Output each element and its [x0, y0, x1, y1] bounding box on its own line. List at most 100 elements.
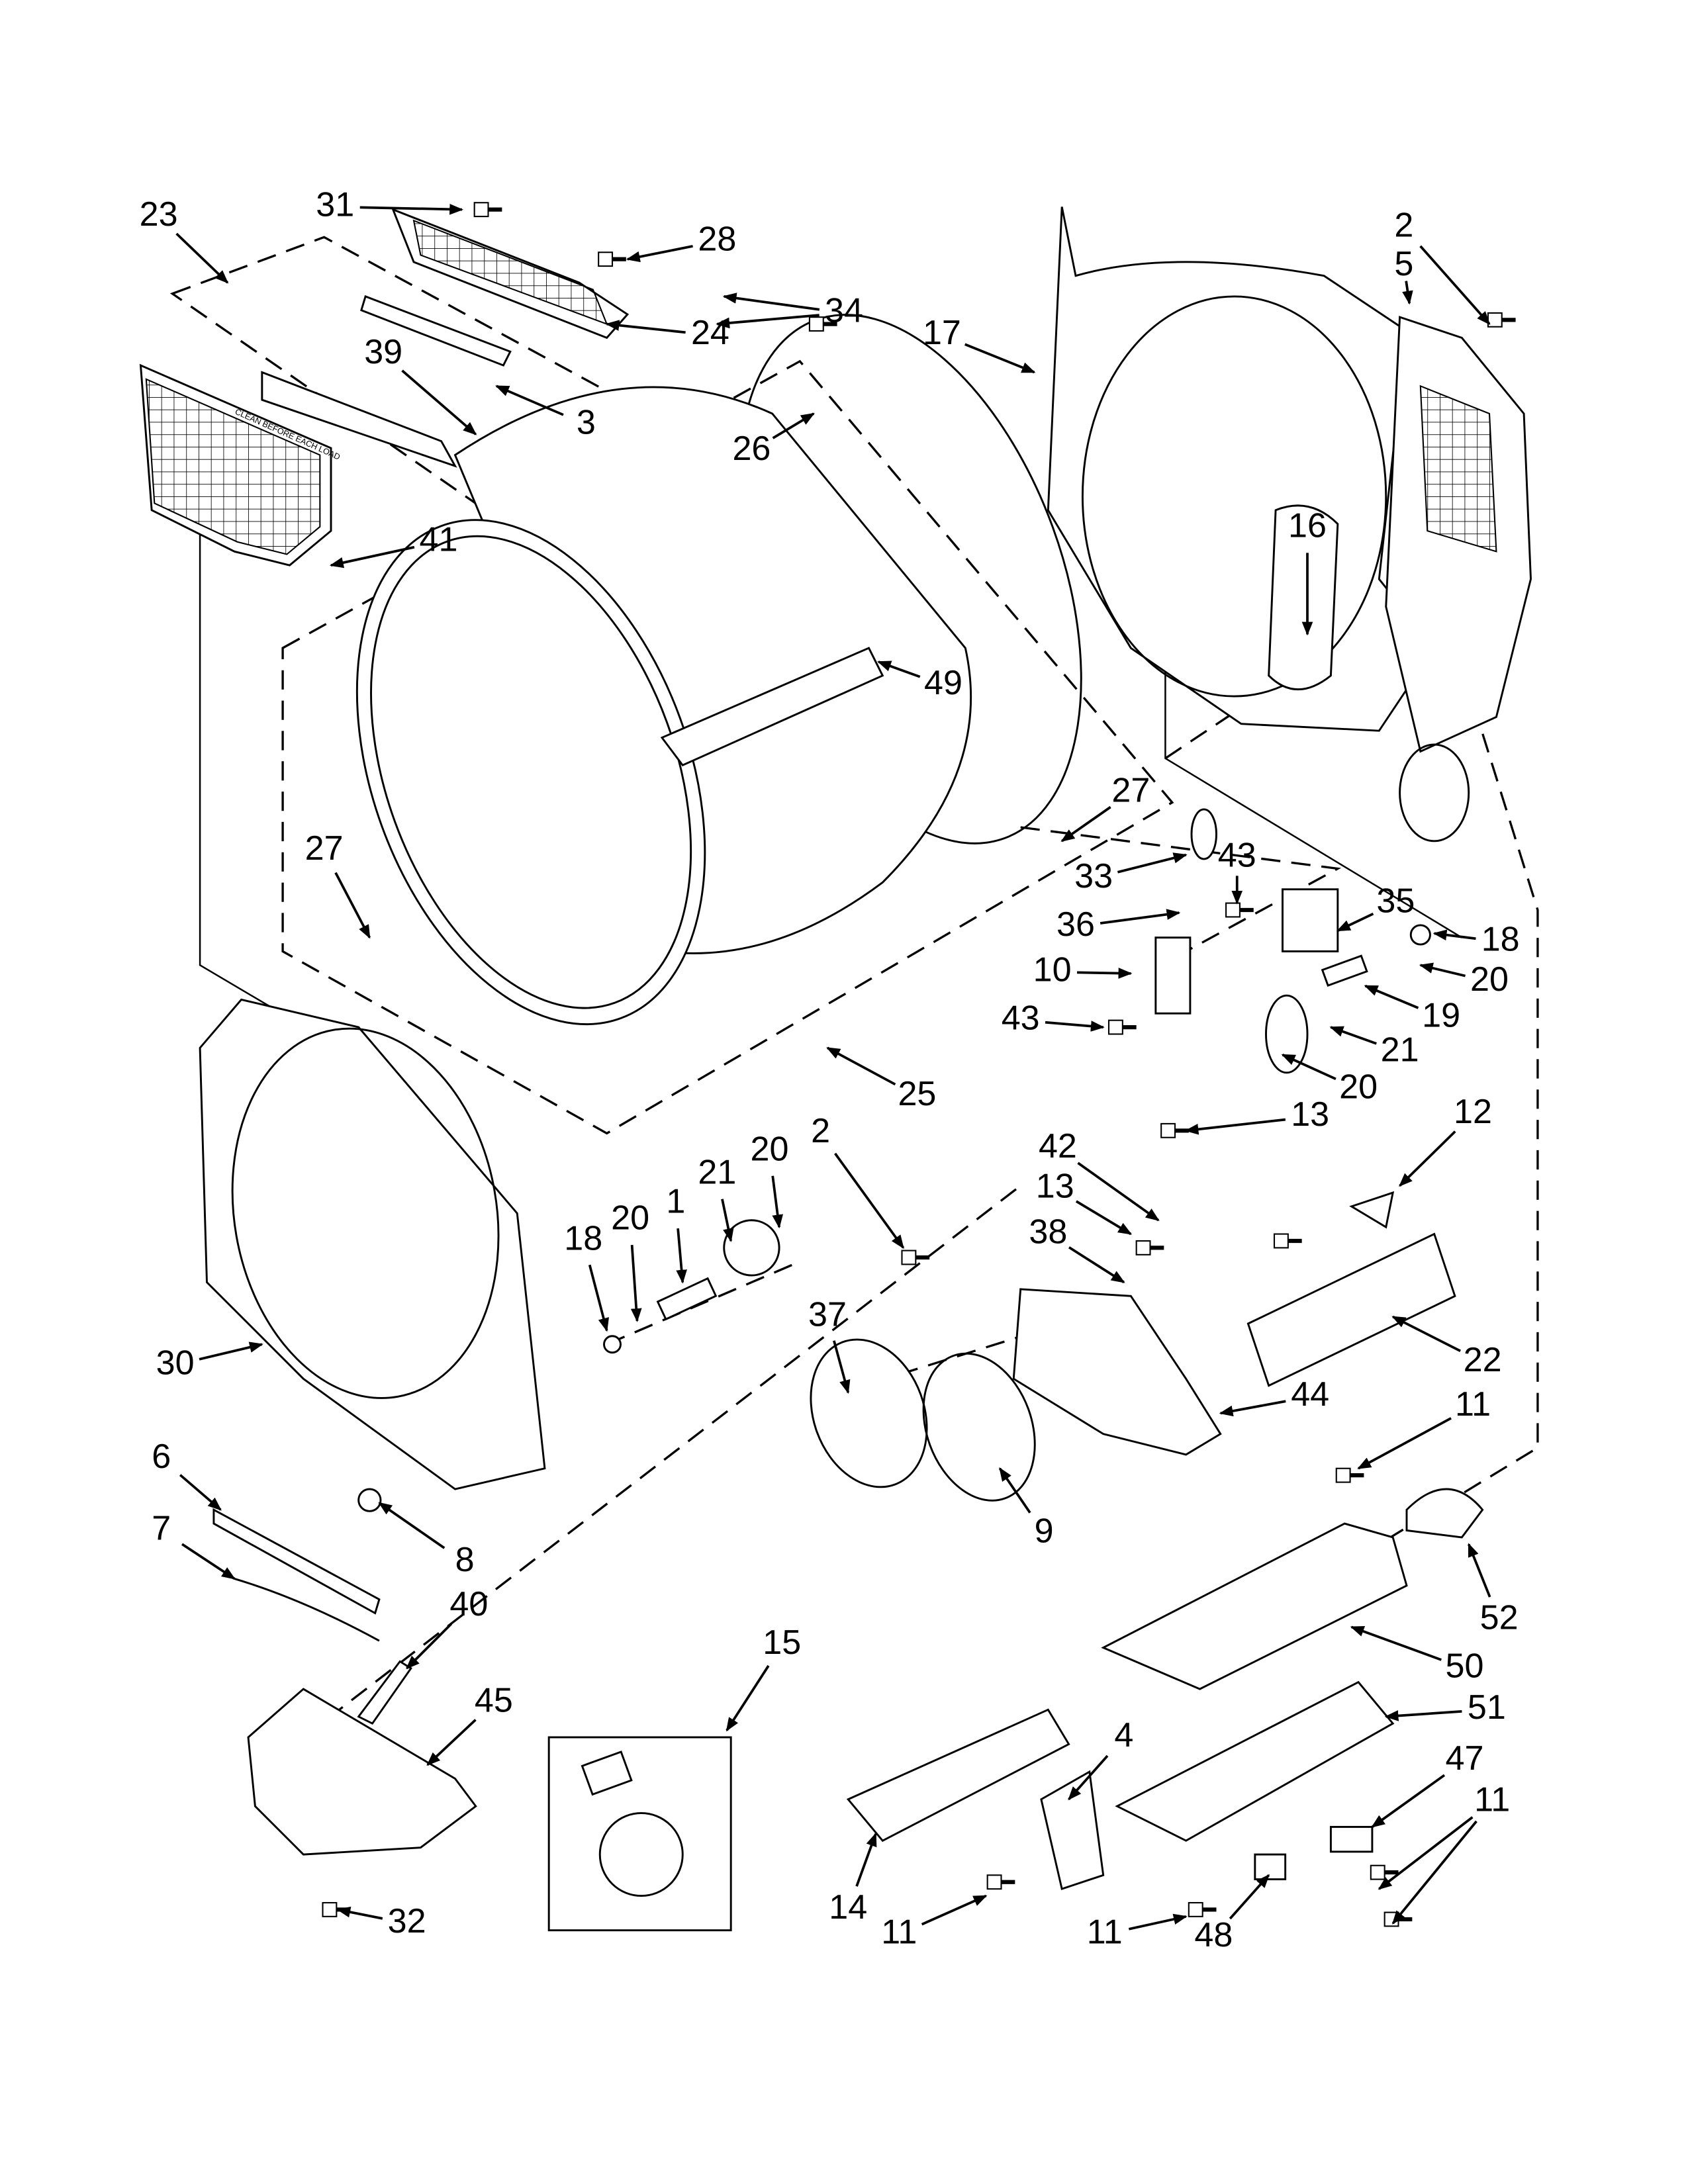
callout-label: 48: [1194, 1916, 1233, 1954]
callout-arrow: [378, 1502, 445, 1549]
heater-parts: [547, 1488, 1484, 1932]
callout-arrow: [771, 1175, 783, 1229]
callout-arrow: [855, 1832, 877, 1887]
callout-arrow: [772, 412, 815, 439]
bearing-highlight: [1268, 504, 1339, 690]
callout-label: 18: [1481, 921, 1520, 959]
callout-arrow: [1364, 984, 1419, 1009]
callout-arrow: [199, 1342, 263, 1361]
rear-bulkhead-panel: [1047, 206, 1436, 732]
screw-icon: [1487, 312, 1516, 328]
callout-label: 2: [811, 1112, 830, 1150]
front-drum-seal: [370, 535, 692, 1009]
callout-label: 26: [732, 430, 771, 468]
drum-assembly: [355, 314, 1082, 1026]
exhaust-duct-22: [1246, 1232, 1456, 1387]
filter-cover: [360, 295, 512, 367]
screw-icon: [901, 1250, 930, 1265]
callout-arrow: [359, 203, 463, 215]
screw-icon: [1335, 1467, 1364, 1483]
callout-arrow: [1419, 245, 1491, 326]
callout-label: 19: [1422, 996, 1460, 1034]
callout-label: 20: [751, 1130, 789, 1168]
callout-arrow: [406, 1623, 453, 1670]
callout-arrow: [1371, 1774, 1446, 1828]
exhaust-port: [1399, 743, 1470, 842]
callout-arrow: [1336, 913, 1374, 932]
clip-12: [1349, 1191, 1395, 1229]
callout-arrow: [998, 1467, 1031, 1514]
callout-label: 50: [1446, 1647, 1484, 1686]
callout-label: 10: [1033, 951, 1072, 989]
duct-grille: [1419, 385, 1497, 553]
callout-label: 15: [763, 1623, 801, 1662]
callout-arrow: [1184, 1118, 1286, 1135]
callout-label: 27: [305, 829, 344, 868]
callout-label: 31: [316, 185, 354, 224]
bracket-10: [1154, 936, 1192, 1015]
callout-arrow: [826, 1046, 896, 1086]
screw-icon: [322, 1901, 351, 1917]
callout-arrow: [426, 1719, 477, 1766]
callout-arrow: [495, 385, 564, 416]
callout-arrow: [334, 872, 371, 939]
callout-label: 21: [1381, 1030, 1419, 1069]
thermistor-box: [1020, 826, 1342, 952]
callout-arrow: [1068, 1754, 1109, 1801]
thermostat-47: [1329, 1825, 1374, 1853]
screw-icon: [986, 1874, 1015, 1890]
washer-18: [1409, 924, 1431, 946]
heater-box-35: [1282, 888, 1339, 952]
callout-label: 27: [1111, 772, 1150, 810]
callout-label: 17: [923, 314, 961, 352]
seal-7: [234, 1578, 380, 1642]
screw-icon: [598, 251, 626, 267]
callout-label: 42: [1039, 1127, 1077, 1165]
callout-label: 4: [1114, 1716, 1133, 1754]
callout-arrow: [630, 1245, 642, 1322]
callout-arrow: [1391, 1315, 1461, 1353]
callout-arrow: [1281, 1054, 1336, 1081]
screw-icon: [1135, 1240, 1164, 1255]
screw-icon: [1383, 1911, 1413, 1927]
callout-label: 1: [666, 1182, 685, 1220]
callout-label: 41: [420, 521, 458, 559]
callout-label: 36: [1056, 905, 1095, 944]
callout-arrow: [676, 1228, 687, 1284]
heater-housing-51: [1115, 1680, 1395, 1842]
callout-label: 51: [1468, 1688, 1506, 1727]
callout-arrow: [1432, 929, 1476, 941]
callout-label: 44: [1291, 1375, 1329, 1414]
callout-label: 2: [1394, 206, 1413, 245]
callout-label: 9: [1035, 1512, 1054, 1550]
callout-label: 20: [611, 1199, 649, 1237]
callout-label: 37: [808, 1295, 847, 1334]
callout-label: 11: [881, 1913, 917, 1952]
callout-label: 32: [388, 1902, 426, 1940]
callout-arrow: [329, 545, 415, 569]
fuse-48: [1254, 1853, 1287, 1881]
callout-arrow: [626, 245, 693, 263]
screw-icon: [1160, 1122, 1189, 1138]
callout-label: 8: [455, 1541, 475, 1579]
roller-21b: [723, 1219, 780, 1277]
callout-label: 43: [1218, 837, 1256, 875]
callout-label: 7: [152, 1509, 171, 1547]
blower-wheel: [810, 1338, 928, 1488]
callout-arrow: [1468, 1543, 1491, 1598]
callout-arrow: [179, 1474, 222, 1511]
blower-housing-44: [1012, 1288, 1222, 1456]
thermistor-parts: [1154, 808, 1431, 1074]
callout-arrow: [605, 320, 686, 334]
callout-label: 14: [829, 1888, 867, 1927]
callout-arrow: [1357, 1417, 1452, 1470]
screw-icon: [1107, 1019, 1137, 1035]
callout-arrow: [175, 232, 229, 284]
drum-front: [355, 519, 706, 1026]
callout-label: 11: [1474, 1781, 1510, 1819]
screw-icon: [1188, 1901, 1217, 1917]
callout-label: 3: [577, 403, 596, 441]
duct-45: [247, 1688, 477, 1856]
callout-arrow: [1378, 1816, 1474, 1890]
